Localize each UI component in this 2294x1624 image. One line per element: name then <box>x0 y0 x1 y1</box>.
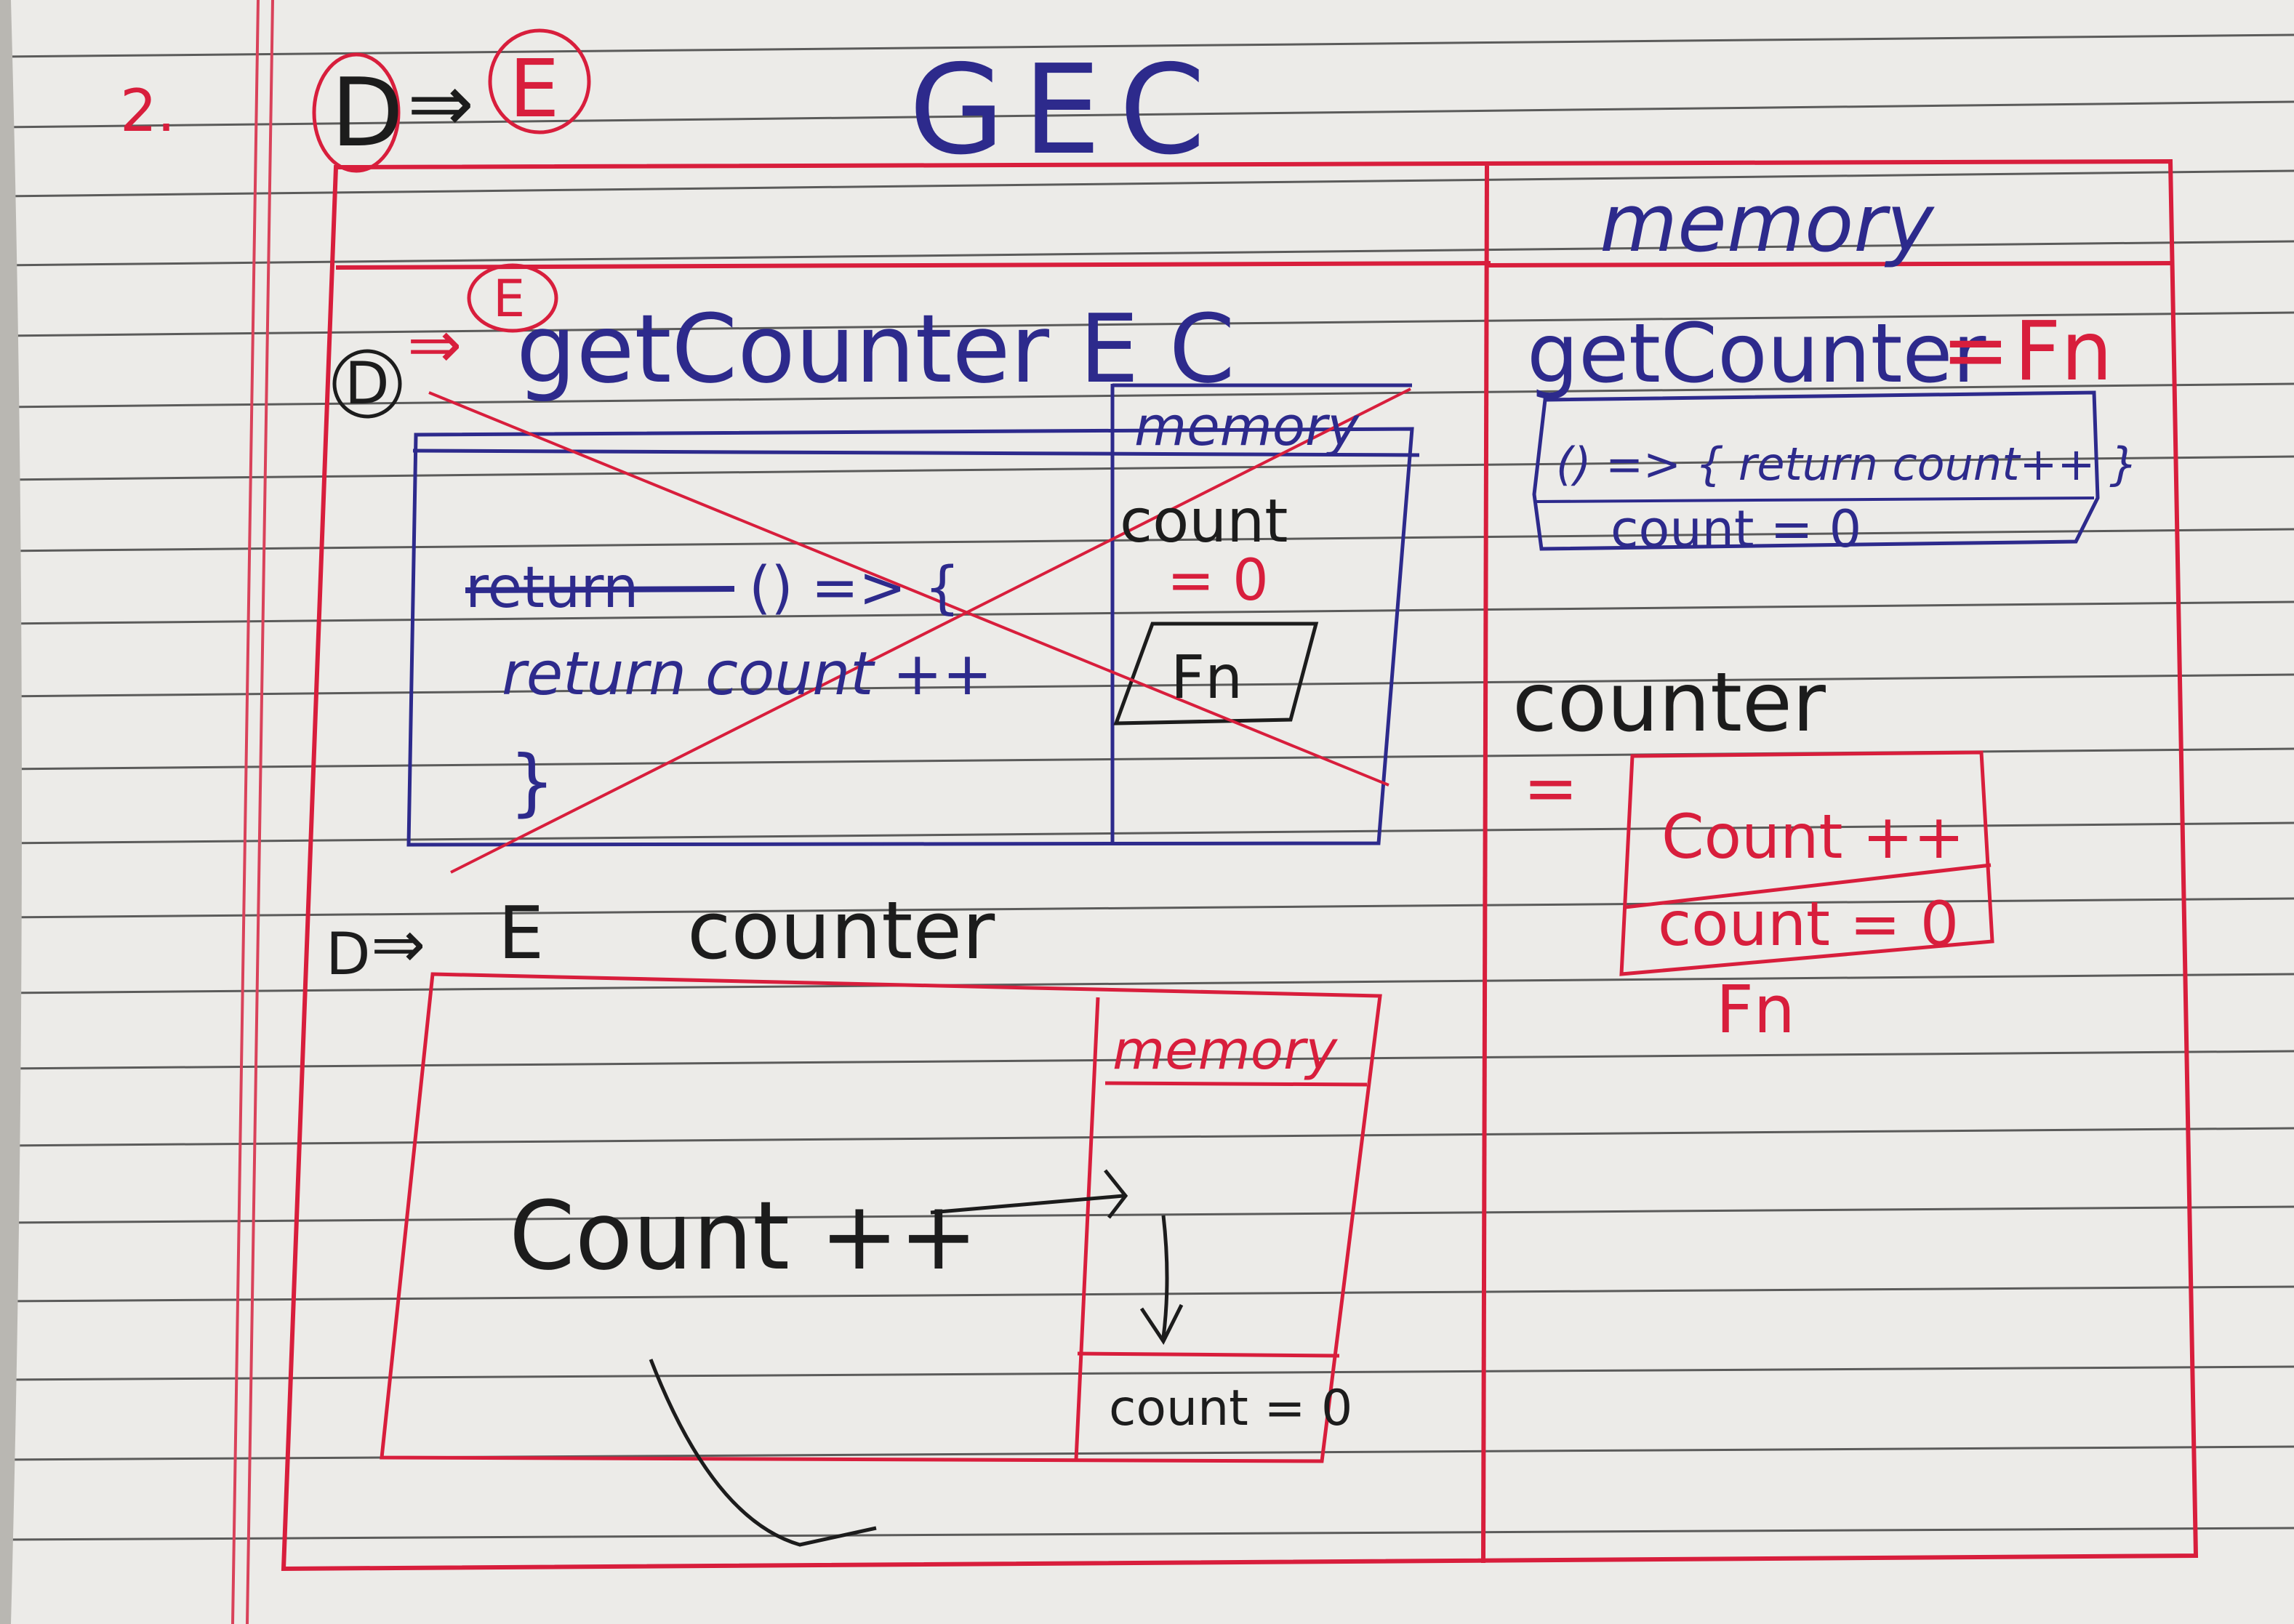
gec-title: GEC <box>909 39 1224 182</box>
counter-closure-box <box>1619 750 1994 976</box>
getcounter-memory-fn: Fn <box>1171 643 1243 712</box>
getcounter-ec-title: getCounter E C <box>516 294 1235 404</box>
gec-counter-type: Fn <box>1716 972 1795 1048</box>
gec-getcounter-equals: = <box>1941 303 2010 398</box>
get-counter-closure-box <box>1532 390 2100 551</box>
counter-memory-heading: memory <box>1112 1019 1338 1082</box>
counter-ec-d-label: D <box>326 920 371 988</box>
cross-out-lines <box>428 387 1411 874</box>
header-d-label: D <box>331 57 404 168</box>
counter-ec-arrow-icon: ⇒ <box>371 907 425 983</box>
gec-getcounter-body: () => { return count++ } <box>1556 438 2138 491</box>
getcounter-memory-heading: memory <box>1134 395 1360 458</box>
gec-getcounter-closure: count = 0 <box>1611 499 1861 559</box>
getcounter-memory-value: = 0 <box>1167 548 1269 614</box>
gec-counter-equals: = <box>1523 750 1578 827</box>
getcounter-code-line3: } <box>509 739 556 824</box>
ruled-lines <box>0 33 2294 1541</box>
d-circle-getcounter <box>332 349 402 419</box>
getcounter-ec-e-label: E <box>493 269 525 329</box>
get-counter-ec-box <box>406 383 1420 847</box>
header-arrow-icon: ⇒ <box>407 57 474 150</box>
getcounter-code-line1: () => { <box>749 555 960 621</box>
getcounter-ec-arrow-icon: ⇒ <box>407 307 462 383</box>
gec-box <box>281 158 2199 1572</box>
counter-ec-e-label: E <box>498 891 544 976</box>
counter-ec-title: counter <box>687 884 995 977</box>
getcounter-ec-d-label: D <box>345 350 390 417</box>
counter-memory-value: count = 0 <box>1109 1380 1352 1437</box>
gec-getcounter-value: Fn <box>2014 305 2112 399</box>
step-number: 2. <box>120 77 175 145</box>
getcounter-code-line2: return count ++ <box>502 640 992 709</box>
counter-arrows <box>649 1169 1184 1547</box>
counter-ec-code: Count ++ <box>509 1181 978 1291</box>
strikethrough <box>465 586 735 593</box>
page-curl-edge <box>0 0 22 1624</box>
gec-counter-closure: count = 0 <box>1658 888 1959 960</box>
header-e-label: E <box>509 42 560 135</box>
gec-getcounter-name: getCounter <box>1527 307 1986 401</box>
circles <box>312 28 591 333</box>
counter-ec-box <box>380 972 1382 1463</box>
gec-counter-name: counter <box>1512 656 1826 750</box>
getcounter-memory-var: count <box>1120 487 1288 556</box>
margin-lines <box>231 0 274 1624</box>
gec-memory-heading: memory <box>1600 177 1936 270</box>
fn-parallelogram <box>1113 622 1319 725</box>
gec-counter-body: Count ++ <box>1661 801 1965 872</box>
